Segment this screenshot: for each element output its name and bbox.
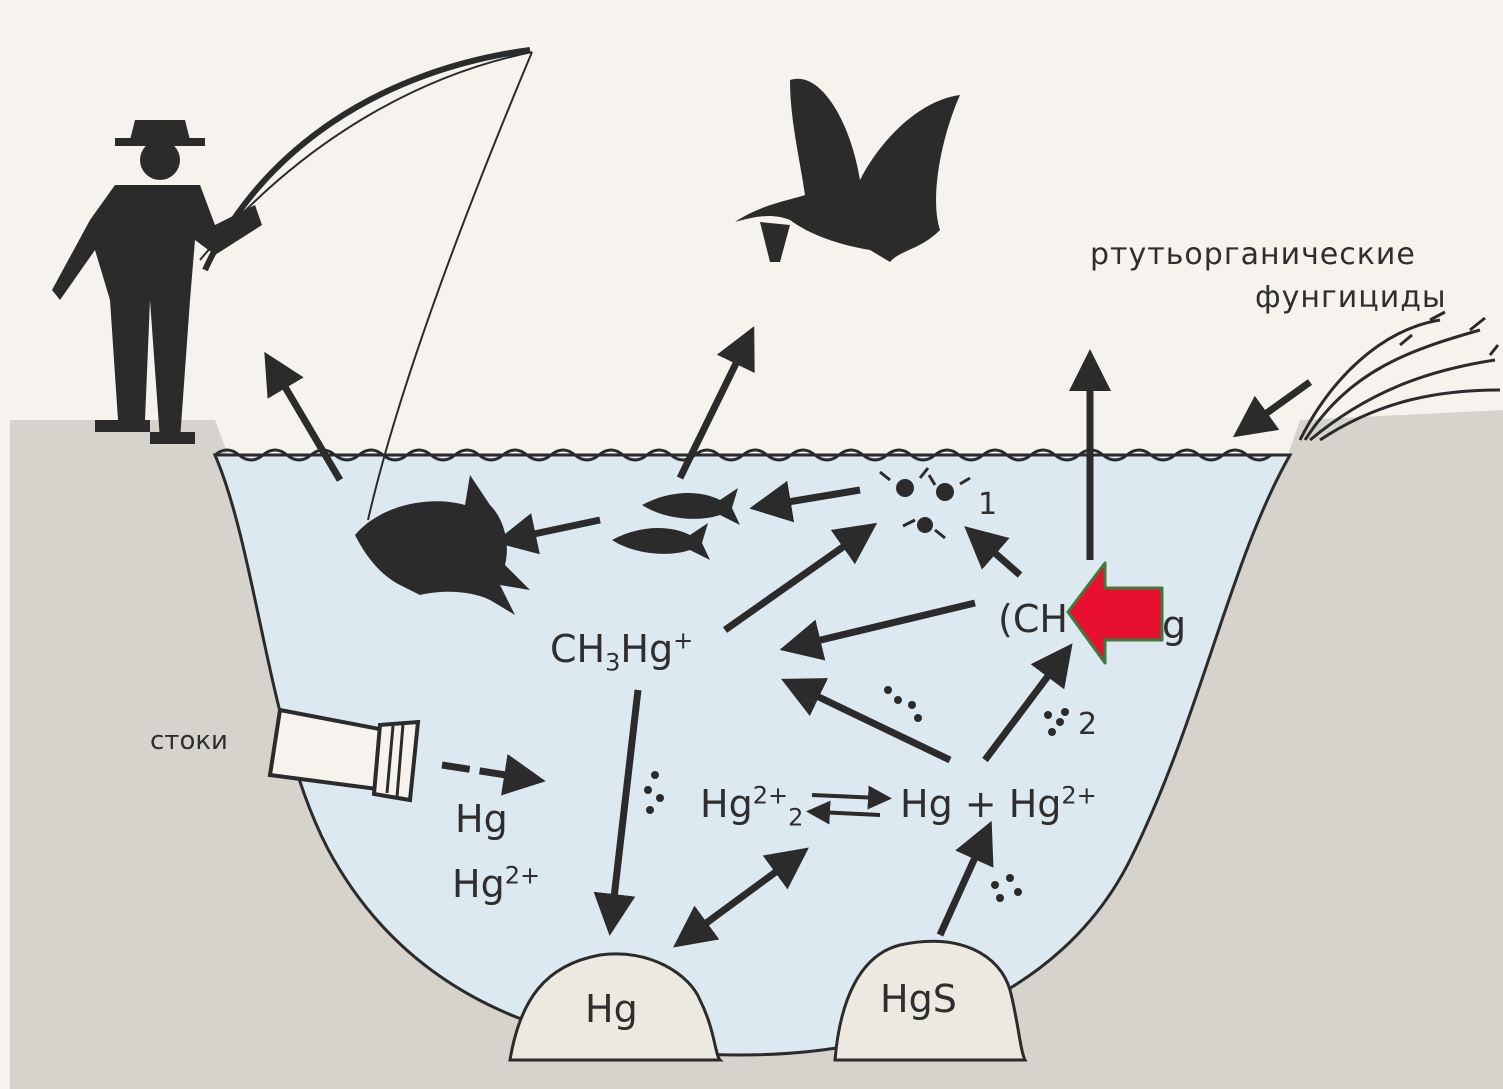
fungicides-label-line1: ртутьорганические (1090, 240, 1416, 270)
fishing-line (368, 52, 532, 520)
fishing-rod (205, 50, 530, 270)
sediment-hg-label: Hg (585, 990, 638, 1028)
methylmercury-label: CH3Hg+ (550, 630, 693, 668)
mercurous-ion-label: Hg2+2 (700, 785, 803, 823)
equilibrium-right-label: Hg + Hg2+ (900, 785, 1097, 823)
runoff-label: стоки (150, 728, 228, 754)
marker-2: 2 (1078, 710, 1098, 740)
dimethylmercury-label-right: g (1162, 606, 1186, 644)
inflow-hg-label: Hg (455, 800, 508, 838)
marker-1: 1 (978, 490, 998, 520)
fungicides-label-line2: фунгициды (1255, 283, 1447, 313)
inflow-hg2-label: Hg2+ (452, 865, 540, 903)
fisherman-icon (52, 120, 262, 444)
arrow-fungicides-in (1250, 382, 1310, 425)
bird-icon (735, 79, 960, 262)
sediment-hgs-label: HgS (880, 980, 957, 1018)
dimethylmercury-label-left: (CH (998, 600, 1068, 638)
